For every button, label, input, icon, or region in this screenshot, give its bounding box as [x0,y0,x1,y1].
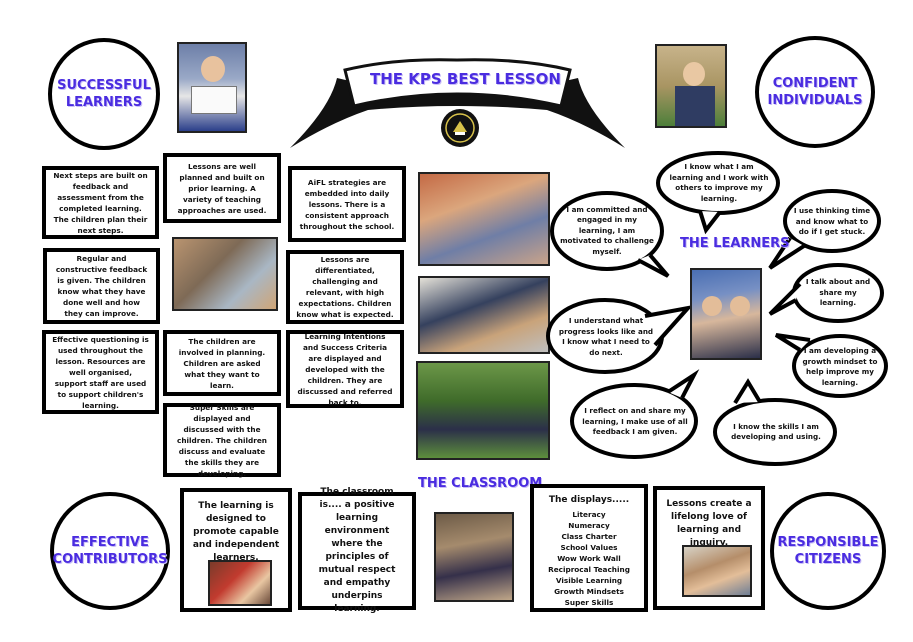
displays-item: Super Skills [564,598,614,607]
bubble-growth: I am developing a growth mindset to help… [802,346,878,387]
confident-individuals-label: CONFIDENT INDIVIDUALS [767,76,863,108]
school-crest-icon [441,109,479,147]
classroom-heading: THE CLASSROOM [418,476,543,491]
effective-contributors-circle: EFFECTIVE CONTRIBUTORS [50,492,170,610]
displays-item: Wow Work Wall [557,554,621,563]
box-designed-text: The learning is designed to promote capa… [192,501,280,563]
box-lifelong-text: Lessons create a lifelong love of learni… [666,499,752,548]
bubble-talk-about: I talk about and share my learning. [805,277,871,308]
displays-item: School Values [560,543,618,552]
effective-contributors-label: EFFECTIVE CONTRIBUTORS [52,535,168,567]
displays-item: Reciprocal Teaching [548,565,630,574]
photo-outdoor-group [416,361,550,460]
displays-title: The displays..... [548,495,630,505]
bubble-skills: I know the skills I am developing and us… [731,421,821,442]
box-intentions: Learning Intentions and Success Criteria… [286,330,404,408]
bubble-committed: I am committed and engaged in my learnin… [560,204,654,256]
successful-learners-circle: SUCCESSFUL LEARNERS [48,38,160,150]
displays-item: Growth Mindsets [554,587,624,596]
photo-classroom-teacher [434,512,514,602]
displays-item: Visible Learning [555,576,623,585]
box-aifl: AiFL strategies are embedded into daily … [288,166,406,242]
confident-individuals-circle: CONFIDENT INDIVIDUALS [755,36,875,148]
photo-learners-thumbs-up [690,268,762,360]
photo-class-on-floor [418,172,550,266]
box-involved: The children are involved in planning. C… [163,330,281,396]
box-differentiated: Lessons are differentiated, challenging … [286,250,404,324]
box-questioning: Effective questioning is used throughout… [42,330,159,414]
bubble-thinking-time: I use thinking time and know what to do … [793,206,871,237]
displays-item: Class Charter [561,532,617,541]
displays-item: Numeracy [568,521,610,530]
bubble-know-learning: I know what I am learning and I work wit… [669,162,769,203]
displays-item: Literacy [572,510,606,519]
photo-class-at-table [418,276,550,354]
box-super-skills: Super Skills are displayed and discussed… [163,403,281,478]
photo-children-at-table [682,545,752,597]
banner-ribbon [290,58,625,148]
box-well-planned: Lessons are well planned and built on pr… [163,153,281,223]
banner-title: THE KPS BEST LESSON [370,70,561,88]
successful-learners-label: SUCCESSFUL LEARNERS [57,78,151,110]
responsible-citizens-label: RESPONSIBLE CITIZENS [777,535,879,567]
responsible-citizens-circle: RESPONSIBLE CITIZENS [770,492,886,610]
photo-group-work [172,237,278,311]
box-environment: The classroom is.... a positive learning… [298,487,416,614]
bubble-progress: I understand what progress looks like an… [558,316,654,357]
box-next-steps: Next steps are built on feedback and ass… [42,166,159,239]
bubble-reflect: I reflect on and share my learning, I ma… [582,406,688,437]
box-displays: The displays..... Literacy Numeracy Clas… [530,484,648,612]
box-feedback: Regular and constructive feedback is giv… [43,248,160,324]
learners-heading: THE LEARNERS [680,236,790,251]
photo-table-activity [208,560,272,606]
photo-child-with-sign [177,42,247,133]
photo-child-smiling [655,44,727,128]
